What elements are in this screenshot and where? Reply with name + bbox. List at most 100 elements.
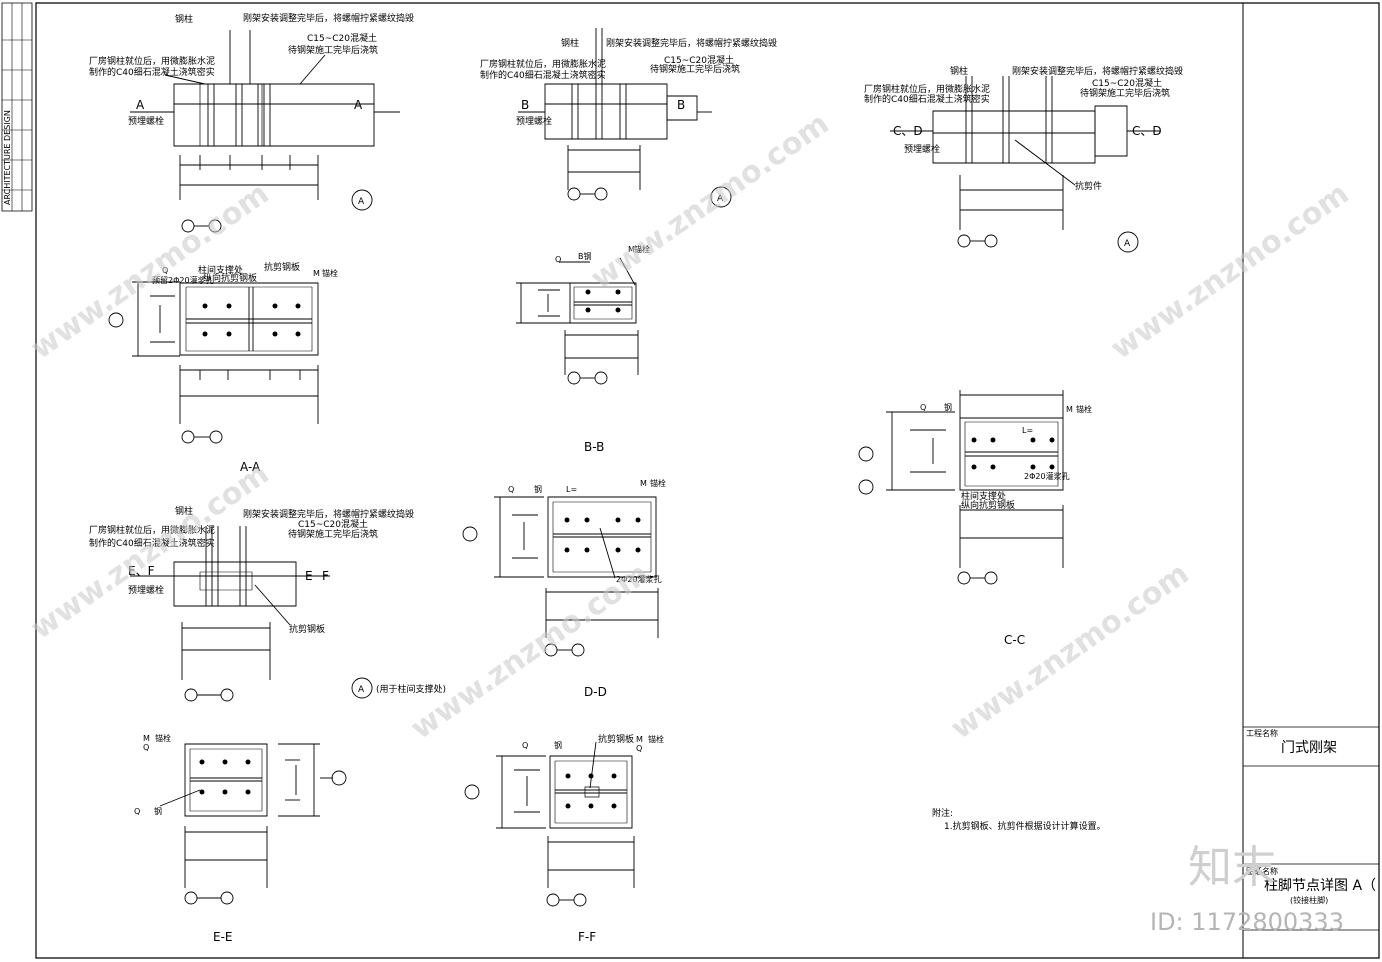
aa-label-m: M: [313, 269, 320, 278]
b-label-factory-note: 厂房钢柱就位后，用微膨胀水泥: [480, 58, 606, 70]
ef-label-pour-note: 待钢架施工完毕后浇筑: [288, 528, 378, 540]
cc-label-q: Q: [920, 403, 926, 412]
ff-label-q2: Q: [636, 744, 642, 753]
bb-label-m: M: [628, 245, 635, 254]
ee-label-q: Q: [143, 743, 149, 752]
section-ff-bolts: [565, 773, 617, 809]
cd-label-factory-note: 厂房钢柱就位后，用微膨胀水泥: [864, 83, 990, 95]
cd-label-shear-piece: 抗剪件: [1075, 180, 1102, 192]
cd-label-steel-column: 钢柱: [950, 65, 968, 77]
label-steel-column: 钢柱: [175, 13, 193, 25]
ef-label-shear-plate: 抗剪钢板: [289, 623, 325, 635]
notes-label: 附注:: [932, 807, 953, 819]
detail-cd-labels: 钢柱 刚架安装调整完毕后，将螺帽拧紧螺纹捣毁 厂房钢柱就位后，用微膨胀水泥 制作…: [864, 65, 1183, 249]
section-ff-plan: [464, 742, 634, 907]
drawing-subtitle: (铰接柱脚): [1290, 895, 1328, 905]
section-bb-labels: Q B钢 M 锚栓 B-B: [555, 244, 650, 454]
left-strip-text: ARCHITECTURE DESIGN: [3, 110, 12, 205]
detail-a-labels: 钢柱 刚架安装调整完毕后，将螺帽拧紧螺纹捣毁 厂房钢柱就位后，用微膨胀水泥 制作…: [89, 12, 414, 207]
label-c40-note: 制作的C40细石混凝土浇筑密实: [89, 66, 215, 78]
watermark-logo: 知末: [1188, 842, 1276, 893]
dd-label-q: Q: [508, 485, 514, 494]
label-factory-note: 厂房钢柱就位后，用微膨胀水泥: [89, 55, 215, 67]
b-label-steel-column: 钢柱: [561, 37, 579, 49]
detail-cd-elevation: [890, 76, 1160, 253]
b-label-pour-note: 待钢架施工完毕后浇筑: [650, 63, 740, 75]
detail-a-elevation: [130, 30, 400, 233]
aa-label-anchor: 锚栓: [322, 268, 338, 278]
section-aa-plan: [108, 282, 318, 444]
b-label-c40-note: 制作的C40细石混凝土浇筑密实: [480, 69, 606, 81]
aa-label-shear-plate: 抗剪钢板: [264, 261, 300, 273]
cc-label-g: 钢: [944, 402, 952, 412]
label-c15-note: C15~C20混凝土: [307, 32, 377, 44]
cut-mark-b-right: B: [677, 98, 685, 112]
label-pour-note: 待钢架施工完毕后浇筑: [288, 44, 378, 56]
cut-mark-f-right: F: [322, 569, 329, 583]
ef-label-factory-note: 厂房钢柱就位后，用微膨胀水泥: [89, 524, 215, 536]
ef-label-c40-note: 制作的C40细石混凝土浇筑密实: [89, 537, 215, 549]
notes-text: 1.抗剪钢板、抗剪件根据设计计算设置。: [944, 820, 1106, 832]
section-cc-bolts: [971, 437, 1055, 470]
section-dd-plan: [462, 497, 658, 657]
section-title-bb: B-B: [584, 440, 604, 454]
aa-label-bracing: 柱间支撑处: [198, 264, 243, 276]
ee-label-anchor: 锚栓: [155, 733, 171, 743]
ee-label-g: 钢: [154, 806, 162, 816]
dd-label-anchor: 锚栓: [650, 478, 666, 488]
ff-label-m: M: [636, 735, 643, 744]
aa-label-q: Q: [162, 266, 168, 275]
ee-label-m: M: [143, 734, 150, 743]
ef-label-c15-note: C15~C20混凝土: [298, 518, 368, 530]
cd-label-install-note: 刚架安装调整完毕后，将螺帽拧紧螺纹捣毁: [1012, 65, 1183, 77]
notes: 附注: 1.抗剪钢板、抗剪件根据设计计算设置。: [932, 807, 1106, 832]
label-install-note: 刚架安装调整完毕后，将螺帽拧紧螺纹捣毁: [243, 12, 414, 24]
cd-label-pour-note: 待钢架施工完毕后浇筑: [1080, 87, 1170, 99]
section-bb-plan: [516, 258, 638, 385]
cc-label-anchor: 锚栓: [1076, 404, 1092, 414]
b-label-install-note: 刚架安装调整完毕后，将螺帽拧紧螺纹捣毁: [606, 37, 777, 49]
watermark-id: ID: 1172800333: [1150, 908, 1344, 936]
drawing-title: 柱脚节点详图 A（: [1264, 878, 1376, 894]
detail-bubble-cd: A: [1124, 239, 1131, 249]
detail-bubble-a: A: [358, 197, 365, 207]
title-block: 工程名称 门式刚架 图纸名称 柱脚节点详图 A（ (铰接柱脚): [1246, 728, 1376, 905]
ff-label-g: 钢: [554, 740, 562, 750]
section-aa-bolts: [202, 303, 301, 337]
cut-mark-ef-left: E、F: [128, 564, 155, 578]
b-label-embedded-bolt: 预埋螺栓: [516, 115, 552, 127]
ff-label-anchor: 锚栓: [648, 734, 664, 744]
watermark-text-4: www.znzmo.com: [25, 456, 276, 646]
detail-bubble-ef: A: [358, 685, 365, 695]
project-label: 工程名称: [1246, 728, 1278, 738]
section-dd-labels: Q 钢 L= M 锚栓 2Φ20灌浆孔 D-D: [508, 478, 666, 699]
section-dd-bolts: [564, 517, 641, 553]
cc-label-grout: 2Φ20灌浆孔: [1024, 471, 1070, 481]
cc-label-long-shear: 纵向抗剪钢板: [961, 499, 1015, 511]
drawing-name-label: 图纸名称: [1246, 866, 1278, 876]
dd-label-leq: L=: [566, 485, 577, 494]
ee-label-q2: Q: [134, 807, 140, 816]
section-cc-labels: Q 钢 M 锚栓 L= 2Φ20灌浆孔 柱间支撑处 纵向抗剪钢板 C-C: [920, 402, 1092, 647]
section-title-dd: D-D: [584, 685, 607, 699]
dd-label-m: M: [640, 479, 647, 488]
section-title-cc: C-C: [1004, 633, 1025, 647]
cc-label-leq: L=: [1022, 426, 1033, 435]
section-ff-labels: Q 钢 抗剪钢板 M Q 锚栓 F-F: [522, 733, 664, 944]
ff-label-q: Q: [522, 741, 528, 750]
cc-label-m: M: [1066, 405, 1073, 414]
detail-b-labels: 钢柱 刚架安装调整完毕后，将螺帽拧紧螺纹捣毁 厂房钢柱就位后，用微膨胀水泥 制作…: [480, 37, 777, 204]
cc-label-bracing: 柱间支撑处: [961, 490, 1006, 502]
ef-label-install-note: 刚架安装调整完毕后，将螺帽拧紧螺纹捣毁: [243, 508, 414, 520]
cut-mark-e-right: E: [305, 569, 313, 583]
cut-mark-b-left: B: [521, 98, 529, 112]
dd-label-grout: 2Φ20灌浆孔: [616, 574, 662, 584]
section-title-aa: A-A: [240, 460, 261, 474]
section-aa-labels: 柱间支撑处 抗剪钢板 纵向抗剪钢板 预留2Φ20灌浆孔 Q M 锚栓 A-A: [152, 261, 338, 474]
aa-label-grout: 预留2Φ20灌浆孔: [152, 275, 214, 285]
section-ee-plan: [160, 744, 347, 905]
bb-label-b: B钢: [578, 251, 592, 261]
section-bb-bolts: [585, 289, 621, 313]
section-ee-labels: M Q 锚栓 Q 钢 E-E: [134, 733, 233, 944]
watermark-text-3: www.znzmo.com: [1105, 176, 1356, 366]
